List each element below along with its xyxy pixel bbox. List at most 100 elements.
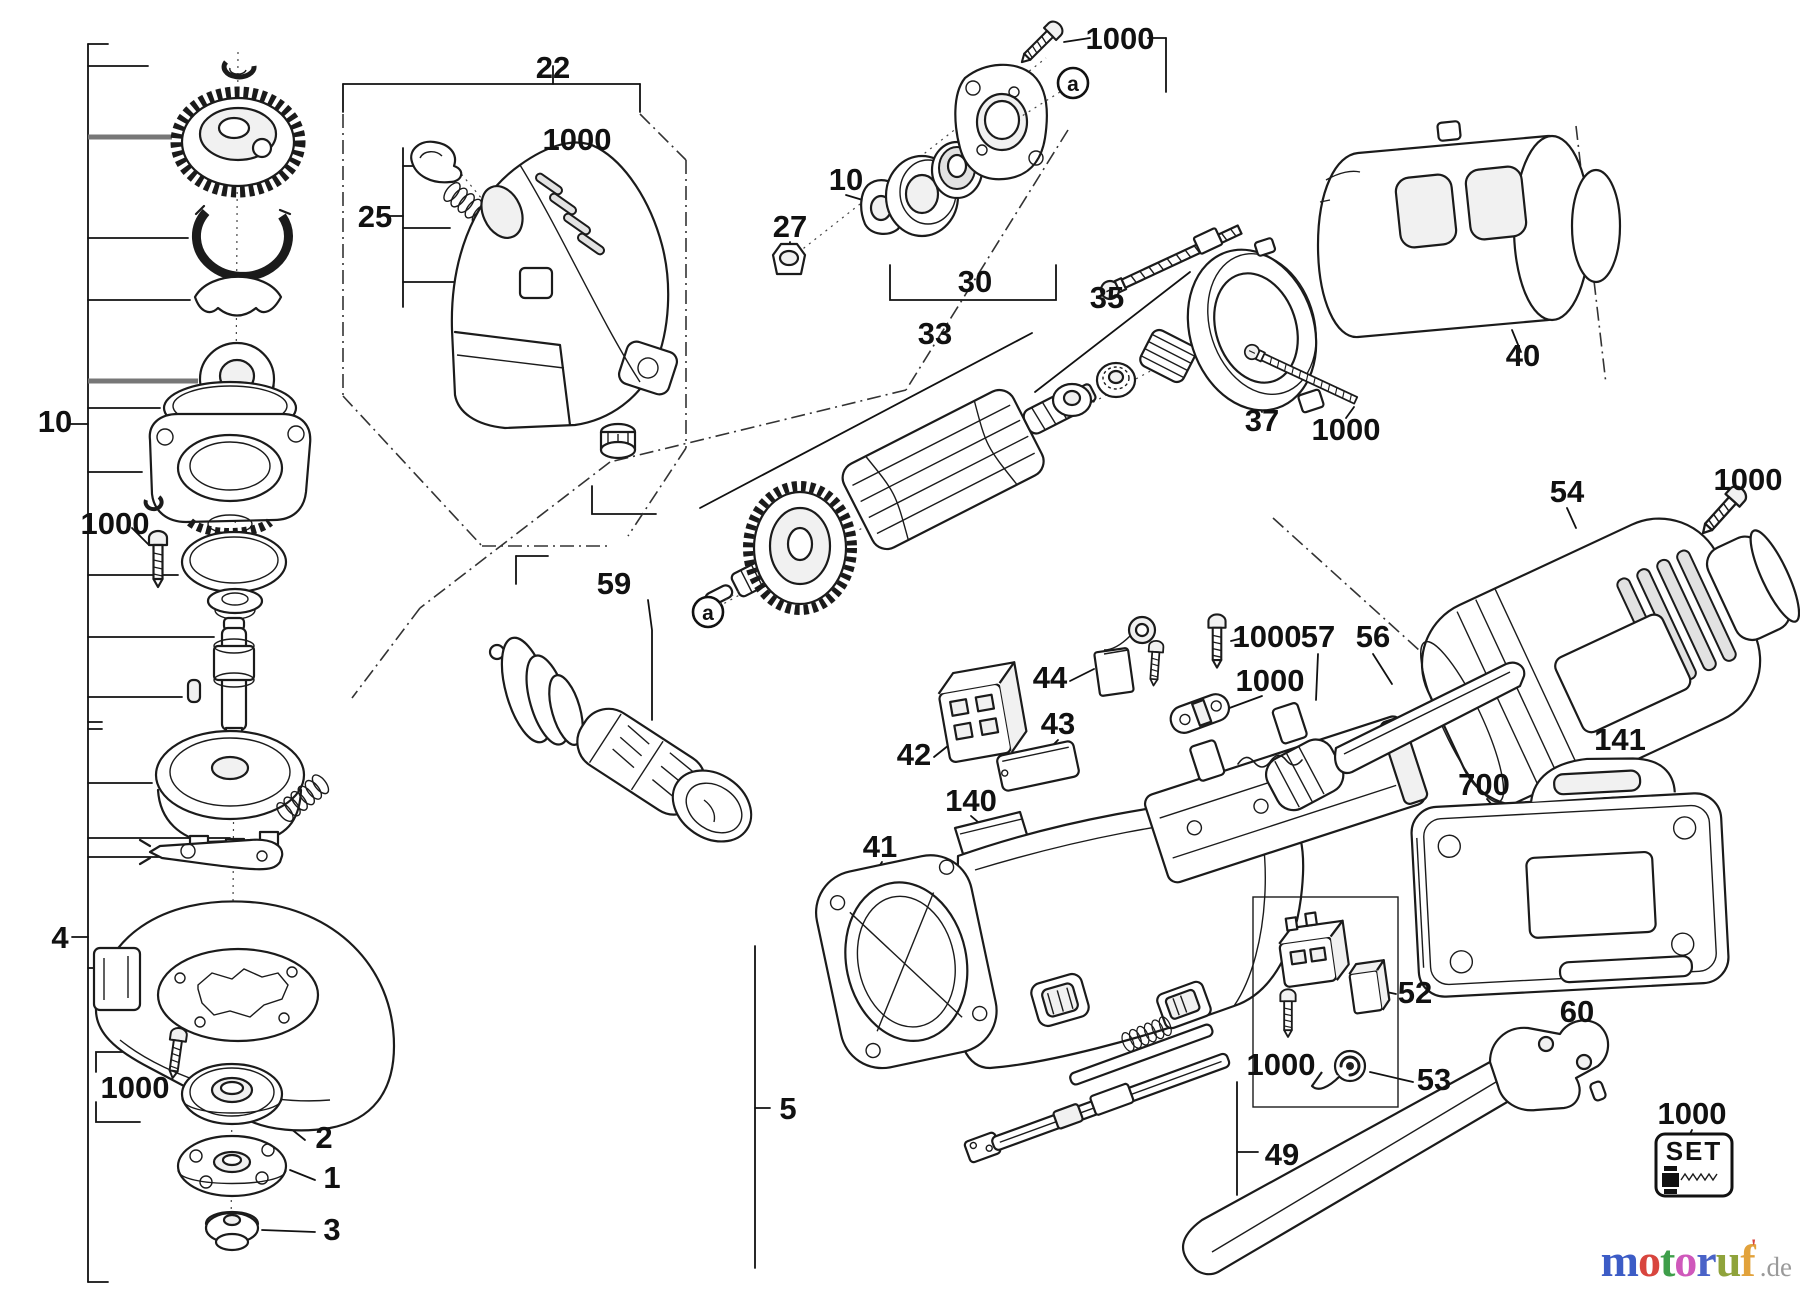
armature-fan-gear [743, 481, 857, 615]
callout-5: 5 [779, 1091, 796, 1126]
carrying-case-700 [1410, 757, 1730, 998]
callout-30: 30 [958, 264, 992, 299]
side-handle-59 [488, 636, 753, 843]
cam-knob-53 [1310, 1049, 1367, 1090]
callout-57: 57 [1301, 619, 1335, 654]
brush-holder-42 [937, 661, 1028, 763]
pin-spanner-60 [1181, 1019, 1610, 1276]
callout-141: 141 [1594, 722, 1646, 757]
cable-assembly-56-57 [1237, 661, 1526, 812]
callout-43: 43 [1041, 706, 1075, 741]
callout-1: 1 [323, 1160, 340, 1195]
callout-4: 4 [51, 920, 69, 955]
carbon-brush-44 [1093, 615, 1157, 697]
callout-labels: 22 1000 25 10 1000 4 1000 2 1 3 5 27 10 … [38, 21, 1783, 1247]
callout-1000-housing: 1000 [1312, 412, 1381, 447]
clamp-nut [204, 1210, 260, 1252]
callout-41: 41 [863, 829, 897, 864]
flange-screw [147, 529, 169, 589]
brush-52 [1348, 959, 1391, 1015]
knurled-sleeve-35 [1139, 328, 1197, 384]
outer-flange [176, 1134, 288, 1198]
logo-letter: m [1600, 1235, 1639, 1286]
cup-bearing [206, 587, 264, 620]
spindle-lock-button [410, 140, 463, 184]
diaphragm-ring [180, 530, 288, 594]
spindle-lock-nut [599, 422, 637, 460]
logo-letter: u [1715, 1235, 1742, 1286]
bearing-plate-screw [1014, 17, 1067, 70]
callout-33: 33 [918, 316, 952, 351]
callout-1000-chassis: 1000 [1233, 619, 1302, 654]
set-badge-label: SET [1666, 1136, 1723, 1166]
callout-700: 700 [1458, 767, 1510, 802]
logo-letter: o [1637, 1235, 1661, 1286]
field-stator-40 [1316, 120, 1622, 339]
screw-nut-plate [1192, 227, 1224, 255]
armature-core [841, 383, 1097, 551]
callout-60: 60 [1560, 994, 1594, 1029]
curved-washer [193, 275, 283, 317]
logo-letter: f [1740, 1235, 1755, 1286]
logo-tld: .de [1759, 1252, 1792, 1282]
logo-letter: o [1674, 1235, 1697, 1286]
gear-housing [450, 141, 679, 430]
bearing-flange-plate [148, 412, 312, 537]
woodruff-key [186, 678, 202, 704]
chassis-screw [1207, 613, 1227, 669]
callout-2: 2 [315, 1120, 332, 1155]
callout-1000-flange: 1000 [81, 506, 150, 541]
callout-44: 44 [1033, 660, 1068, 695]
callout-1000-cap: 1000 [1714, 462, 1783, 497]
callout-53: 53 [1417, 1062, 1451, 1097]
bevel-gear [170, 86, 306, 198]
callout-3: 3 [323, 1212, 340, 1247]
callout-1000-set: 1000 [1658, 1096, 1727, 1131]
callout-1000-guard: 1000 [101, 1070, 170, 1105]
retaining-clip [143, 495, 164, 512]
snap-ring [221, 60, 257, 80]
logo-tick: ' [1750, 1234, 1757, 1259]
callout-a-mid: a [702, 602, 714, 625]
detail-marker-a-top [1021, 66, 1090, 117]
logo-letter: r [1696, 1235, 1716, 1286]
dash-dot-boundaries [342, 113, 1607, 699]
cord-clamp-plate [1169, 693, 1231, 734]
callout-10-left: 10 [38, 404, 72, 439]
slide-switch-49 [963, 980, 1231, 1164]
callout-42: 42 [897, 737, 931, 772]
callout-49: 49 [1265, 1137, 1299, 1172]
callout-37: 37 [1245, 403, 1279, 438]
bearing-cover-37 [1186, 237, 1325, 414]
callout-35: 35 [1090, 280, 1124, 315]
capacitor-43 [996, 740, 1080, 792]
callout-1000-bearing-plate: 1000 [1086, 21, 1155, 56]
switch-parts-box [1252, 896, 1399, 1108]
clamp-lever [138, 838, 284, 871]
backing-flange [180, 1062, 284, 1126]
spindle-flange-housing [154, 729, 306, 855]
callout-140: 140 [945, 783, 997, 818]
callout-40: 40 [1506, 338, 1540, 373]
callout-1000-cord-clamp: 1000 [1236, 663, 1305, 698]
set-badge: SET [1654, 1132, 1734, 1198]
callout-25: 25 [358, 199, 392, 234]
callout-52: 52 [1398, 975, 1432, 1010]
detail-marker-a-mid [691, 589, 741, 629]
callout-1000-switch: 1000 [1247, 1047, 1316, 1082]
callout-a-top: a [1067, 73, 1079, 96]
callout-27: 27 [773, 209, 807, 244]
callout-1000-gear-housing: 1000 [543, 122, 612, 157]
bearing-plate-a [954, 63, 1048, 181]
callout-56: 56 [1356, 619, 1390, 654]
logo-letter: t [1659, 1235, 1675, 1286]
circlip [192, 204, 293, 281]
thrust-washer-35 [1051, 382, 1093, 418]
brush-screw [1145, 639, 1165, 687]
housing-panel-141 [1554, 613, 1692, 734]
ball-bearing-35 [1095, 361, 1137, 399]
callout-59: 59 [597, 566, 631, 601]
